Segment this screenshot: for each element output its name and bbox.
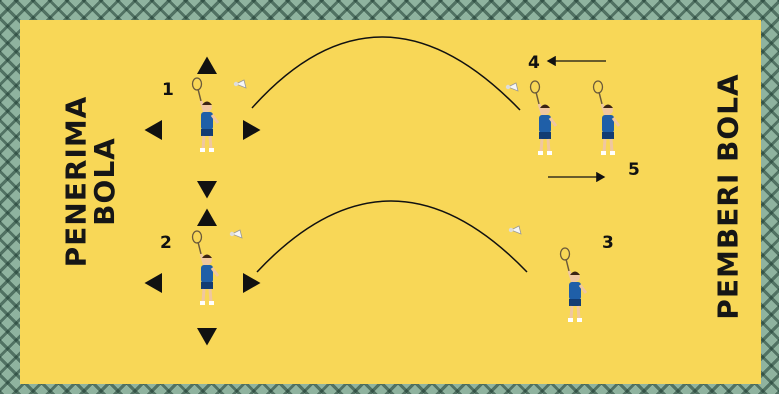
shuttlecock-2-icon <box>230 230 242 238</box>
player-3-icon <box>561 248 587 322</box>
player-4-icon <box>531 81 557 155</box>
player-1-icon <box>193 78 219 152</box>
shuttlecock-1-icon <box>234 80 246 88</box>
trajectory-arc-top <box>252 37 520 110</box>
trajectory-arc-bottom <box>257 201 527 272</box>
shuttlecock-3-icon <box>506 83 518 91</box>
shuttlecock-4-icon <box>509 226 521 234</box>
player-5-icon <box>594 81 620 155</box>
player-2-icon <box>193 231 219 305</box>
